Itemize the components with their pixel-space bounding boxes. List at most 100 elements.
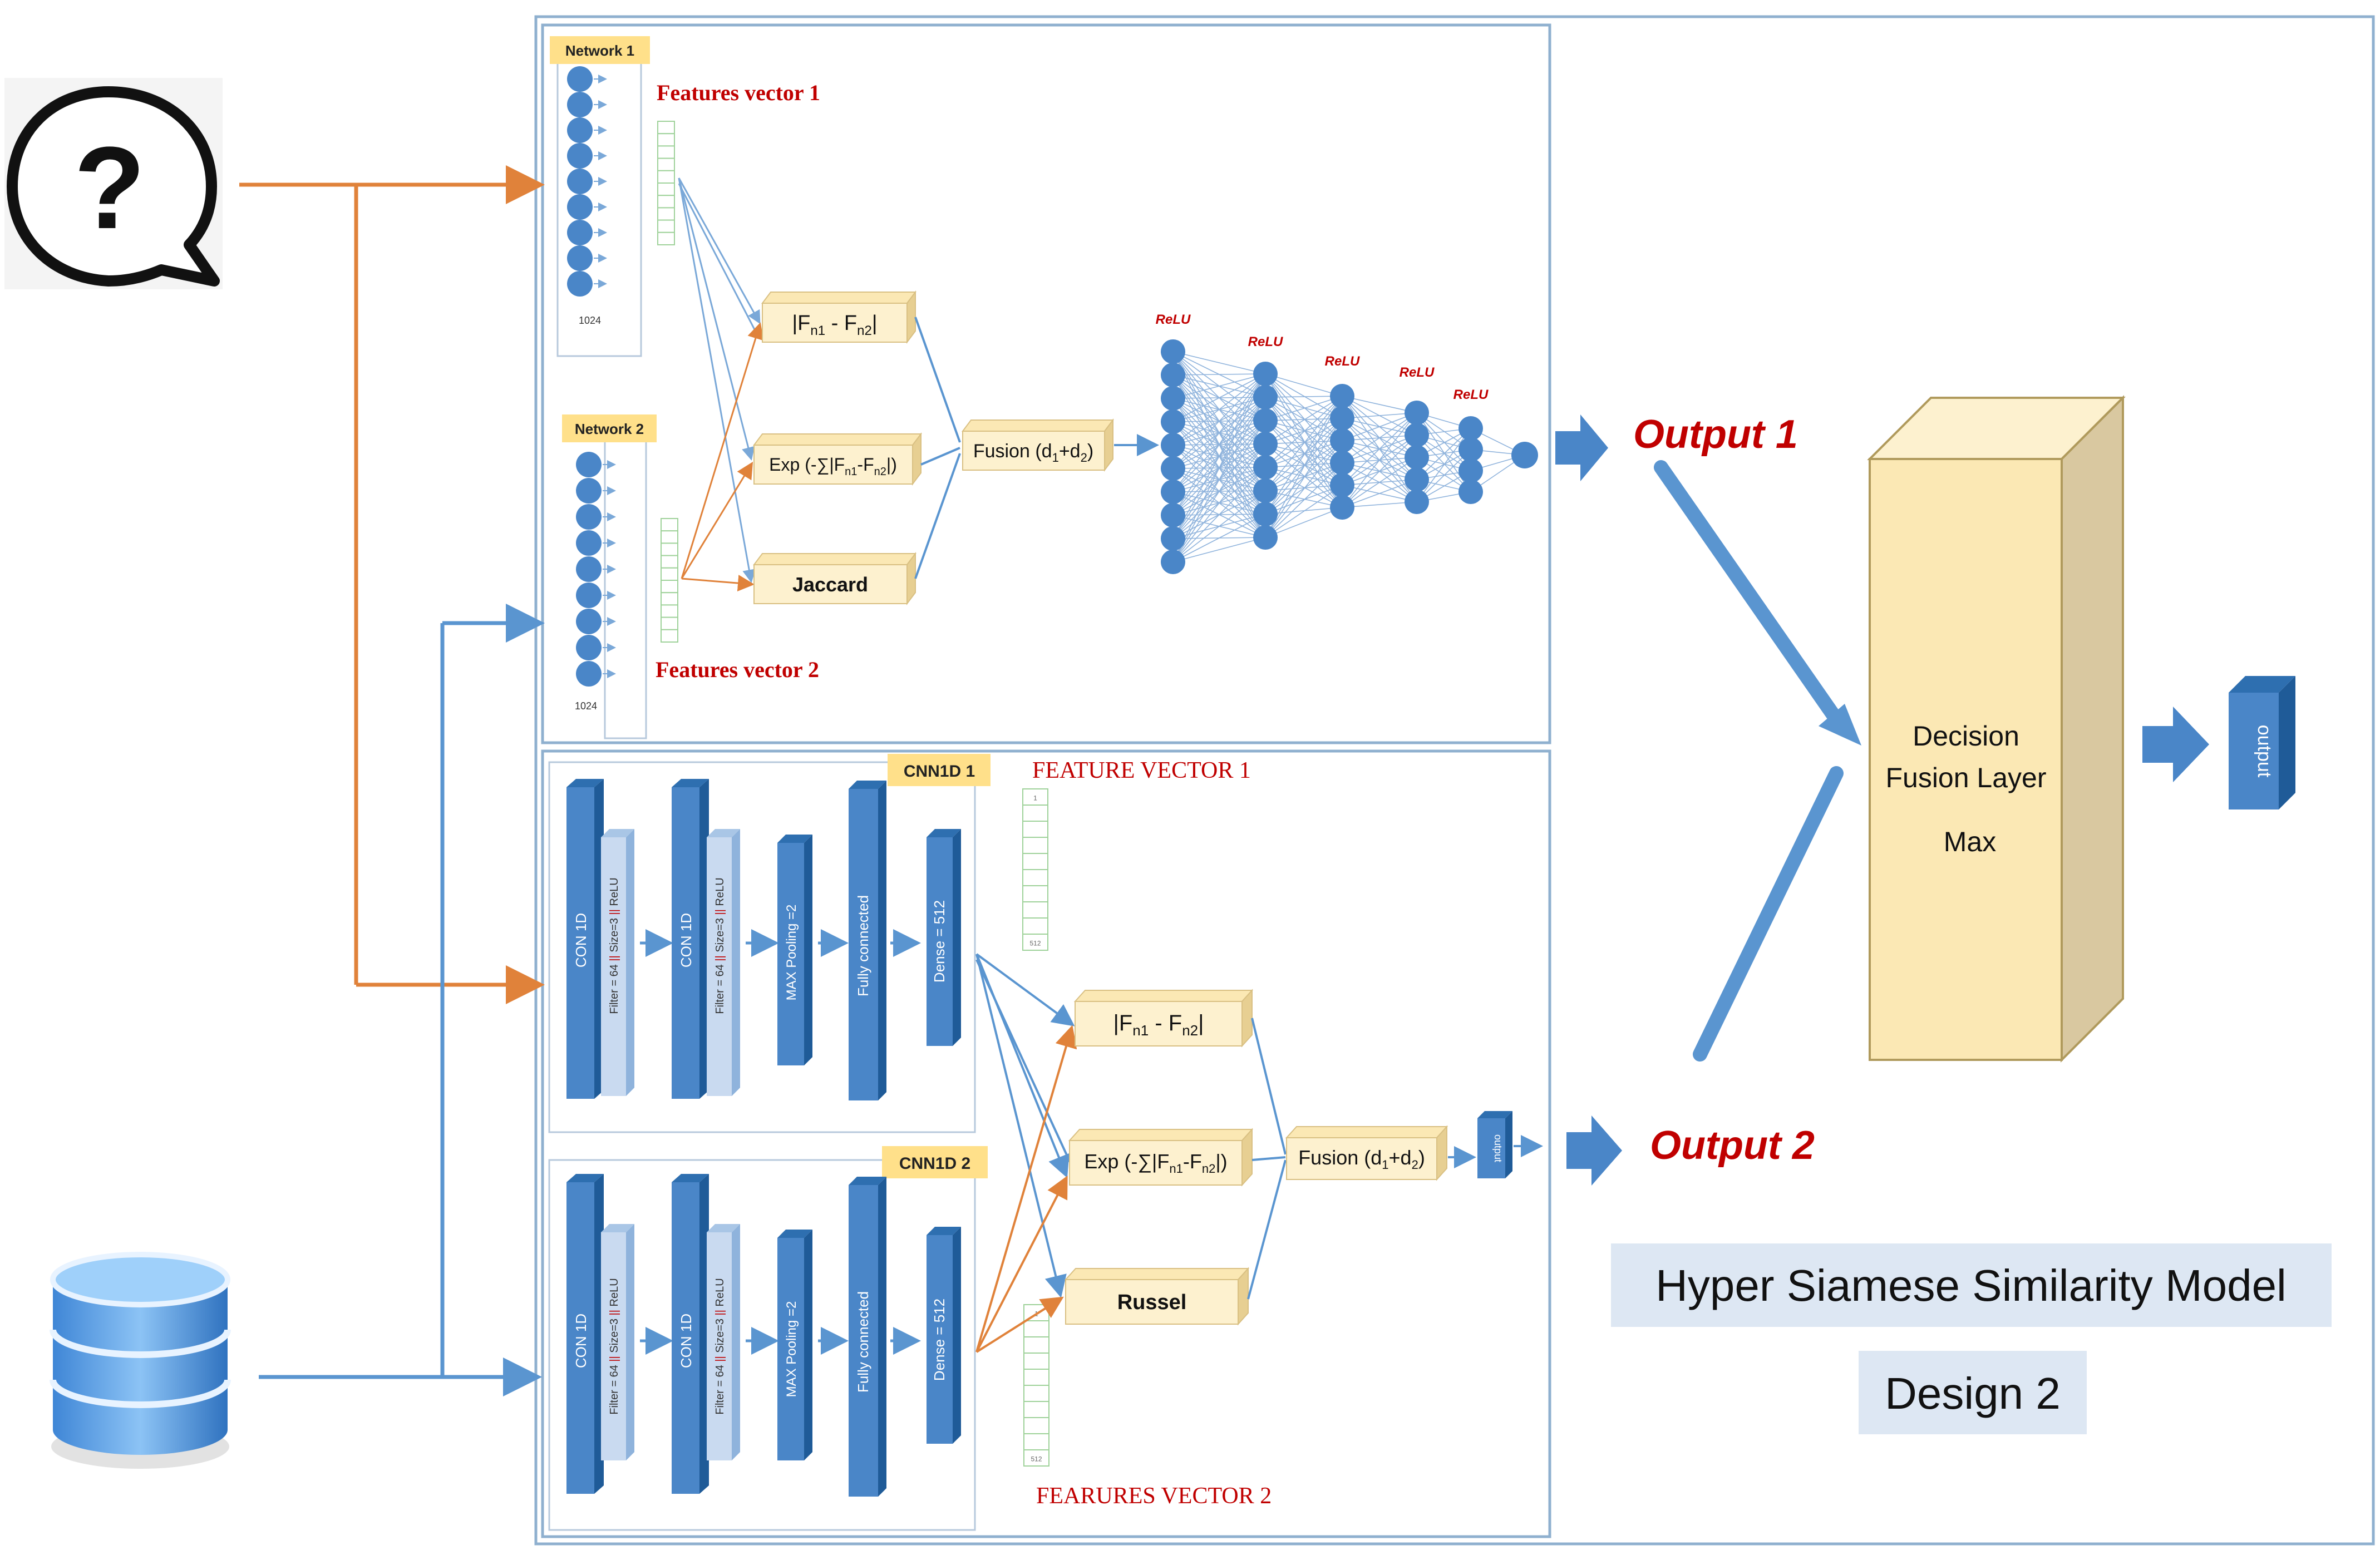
vector-top-mark: 1 — [1033, 794, 1037, 802]
svg-text:Russel: Russel — [1117, 1291, 1187, 1314]
vector-cell — [1023, 1352, 1049, 1370]
svg-text:Filter = 64 || Size=3 || ReLU: Filter = 64 || Size=3 || ReLU — [714, 1278, 726, 1414]
caption: Hyper Siamese Similarity Model Design 2 — [1611, 1243, 2332, 1434]
dense-connection — [1265, 373, 1343, 441]
dense-node — [1405, 445, 1429, 470]
svg-text:Exp (-∑|Fn1-Fn2|): Exp (-∑|Fn1-Fn2|) — [1084, 1150, 1227, 1176]
dense-connection — [1265, 396, 1343, 538]
relu-label-3: ReLU — [1325, 354, 1360, 369]
vector-cell — [1022, 917, 1048, 935]
features-vector-2-label: Features vector 2 — [656, 657, 819, 682]
dense-connection — [1172, 373, 1266, 562]
dense-connection — [1172, 397, 1266, 562]
dense-node — [1330, 495, 1354, 520]
vector-cell — [661, 629, 678, 643]
cnn1-badge: CNN1D 1 — [904, 762, 975, 781]
dense-connection — [1342, 501, 1417, 508]
dense-connection — [1265, 485, 1343, 491]
dense-node — [1253, 408, 1278, 433]
dense-node — [1253, 432, 1278, 456]
dense-network — [1161, 339, 1538, 574]
cnn1-layers: CON 1D Filter = 64 || Size=3 || ReLU CON… — [566, 779, 961, 1100]
network-node — [576, 478, 602, 503]
dense-connection — [1265, 485, 1343, 538]
dense-node — [1330, 473, 1354, 497]
dense-node — [1405, 490, 1429, 514]
vector-cell — [661, 518, 678, 532]
svg-text:Filter = 64 || Size=3 || ReLU: Filter = 64 || Size=3 || ReLU — [714, 877, 726, 1014]
vector-cell — [1022, 788, 1048, 806]
dense-connection — [1172, 373, 1266, 469]
dense-connection — [1342, 412, 1417, 463]
dense-connection — [1265, 490, 1343, 508]
converge-arrows — [1654, 460, 1861, 1062]
dense-connection — [1265, 397, 1343, 486]
svg-text:MAX Pooling =2: MAX Pooling =2 — [784, 905, 799, 1001]
dense-node — [1161, 339, 1185, 364]
vector-cell — [661, 604, 678, 618]
dense-node — [1161, 409, 1185, 434]
dense-node — [1511, 442, 1538, 468]
vector-cell — [1023, 1449, 1049, 1467]
question-speech-bubble-icon: ? — [4, 78, 223, 289]
output2-label: Output 2 — [1650, 1123, 1815, 1168]
decision-line3: Max — [1944, 826, 1996, 857]
dense-node — [1253, 525, 1278, 550]
dense-connection — [1265, 443, 1343, 463]
bottom-distance-abs: |Fn1 - Fn2| — [1073, 989, 1254, 1048]
network-node — [567, 169, 593, 194]
dense-node — [1253, 362, 1278, 386]
dense-connection — [1416, 435, 1471, 492]
dense-connection — [1172, 373, 1266, 399]
dense-node — [1253, 478, 1278, 503]
decision-line1: Decision — [1913, 720, 2019, 752]
dense-connection — [1172, 373, 1266, 539]
dense-connection — [1265, 420, 1343, 463]
vector-cell — [1022, 901, 1048, 919]
caption-subtitle: Design 2 — [1885, 1369, 2061, 1418]
bottom-vector-connections — [975, 953, 1078, 1353]
top-distance-abs: |Fn1 - Fn2| — [761, 290, 916, 344]
dense-connection — [1172, 490, 1266, 562]
dense-connection — [1265, 507, 1343, 538]
vector-bottom-mark: 512 — [1031, 1455, 1042, 1463]
svg-text:|Fn1 - Fn2|: |Fn1 - Fn2| — [792, 312, 877, 338]
vector-cell — [657, 195, 675, 209]
dense-connection — [1265, 420, 1343, 508]
dense-connection — [1172, 443, 1266, 562]
network1-size: 1024 — [579, 315, 601, 326]
decision-fusion-layer: Decision Fusion Layer Max — [1867, 395, 2126, 1063]
vector-cell — [661, 616, 678, 630]
top-panel-frame — [541, 23, 1551, 744]
dense-connection — [1172, 373, 1266, 446]
dense-connection — [1265, 420, 1343, 441]
final-output-block: output — [2229, 676, 2295, 809]
dense-connection — [1265, 397, 1343, 419]
vector-cell — [661, 542, 678, 556]
svg-text:output: output — [1492, 1134, 1504, 1162]
network-node — [567, 271, 593, 297]
dense-node — [1253, 502, 1278, 526]
dense-connection — [1342, 412, 1417, 441]
network-node — [567, 245, 593, 271]
dense-connection — [1265, 440, 1343, 538]
network-node — [567, 220, 593, 245]
input-wiring — [239, 165, 545, 1396]
vector-cell — [657, 121, 675, 135]
network-node — [576, 504, 602, 530]
svg-text:Fusion (d1+d2): Fusion (d1+d2) — [973, 441, 1093, 465]
network-node — [567, 66, 593, 92]
dense-connection — [1265, 373, 1343, 463]
dense-connection — [1265, 467, 1343, 508]
dense-node — [1458, 458, 1483, 483]
svg-text:Fully connected: Fully connected — [855, 1291, 871, 1393]
dense-connection — [1265, 467, 1343, 486]
dense-connection — [1172, 373, 1266, 422]
dense-node — [1405, 401, 1429, 425]
vector-cell — [657, 231, 675, 245]
features-vector-2-strip — [661, 518, 678, 643]
dense-connection — [1265, 462, 1343, 468]
dense-node — [1161, 433, 1185, 457]
network-1: Network 1 1024 — [550, 36, 650, 357]
